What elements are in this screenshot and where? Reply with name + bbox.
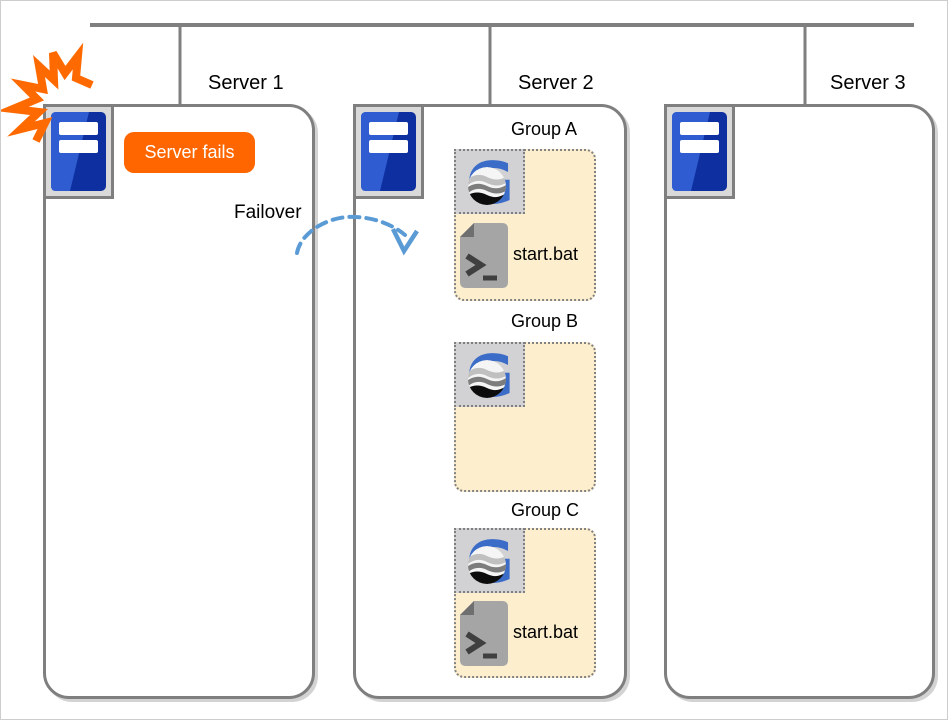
group-a-label: Group A	[511, 119, 578, 139]
globe-g-logo-icon: G	[466, 154, 514, 210]
server-icon	[664, 104, 735, 199]
server-icon	[672, 112, 727, 191]
globe-g-logo-icon: G	[454, 149, 525, 214]
server-3-box	[664, 104, 935, 699]
server-1-box	[43, 104, 315, 699]
script-name-label: start.bat	[513, 244, 579, 264]
server-3-label: Server 3	[830, 72, 906, 94]
globe-g-logo-icon: G	[454, 342, 525, 407]
server-icon	[361, 112, 416, 191]
batch-file-icon	[460, 223, 508, 293]
globe-g-logo-icon: G	[466, 347, 514, 403]
server-fails-badge: Server fails	[124, 132, 255, 173]
server-2-label: Server 2	[518, 72, 594, 94]
failover-label: Failover	[234, 202, 302, 223]
globe-g-logo-icon: G	[466, 533, 514, 589]
server-icon	[43, 104, 114, 199]
server-icon	[353, 104, 424, 199]
group-b-label: Group B	[511, 311, 579, 331]
group-c-label: Group C	[511, 500, 580, 520]
batch-file-icon	[460, 601, 508, 671]
globe-g-logo-icon: G	[454, 528, 525, 593]
server-fails-badge-label: Server fails	[144, 142, 235, 162]
script-name-label: start.bat	[513, 622, 579, 642]
server-icon	[51, 112, 106, 191]
server-1-label: Server 1	[208, 72, 284, 94]
